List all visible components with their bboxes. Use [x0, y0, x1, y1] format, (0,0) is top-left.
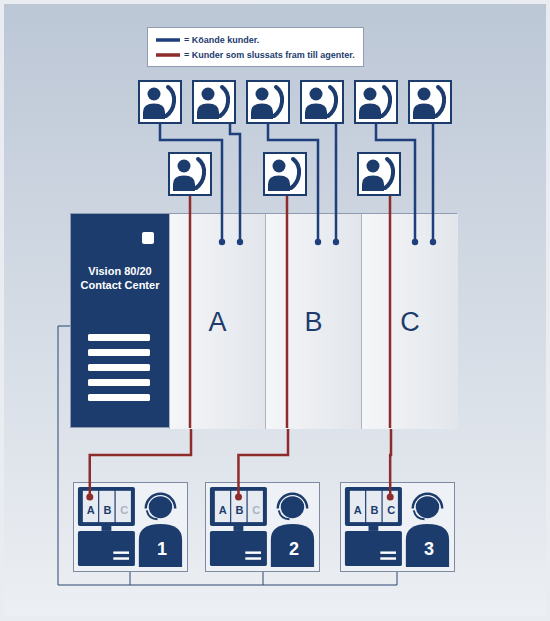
transfer-connector — [389, 429, 392, 482]
queue-letter: C — [400, 307, 420, 337]
workstation-illustration — [206, 483, 319, 571]
caller-phone — [247, 81, 289, 123]
legend-line — [156, 53, 180, 57]
queue-letter: B — [304, 307, 322, 337]
caller-phone — [355, 81, 397, 123]
transfer-lines-lower — [86, 482, 393, 501]
queue-dot — [333, 239, 339, 245]
queue-letter: A — [208, 307, 226, 337]
unit-name: Vision 80/20 Contact Center — [71, 264, 169, 292]
queue-dots — [219, 239, 436, 245]
queue-dot — [412, 239, 418, 245]
screen-queue-letter: C — [248, 503, 264, 517]
legend-line-sample — [155, 36, 181, 44]
phones — [139, 81, 451, 195]
workstation-illustration — [341, 483, 454, 571]
bus-drop — [130, 572, 397, 585]
legend-line-sample — [155, 51, 181, 59]
background-panel — [4, 4, 546, 616]
unit-slot — [88, 334, 150, 341]
unit-decoration — [88, 232, 154, 401]
screen-queue-letter: A — [350, 503, 366, 517]
legend-text: = Kunder som slussats fram till agenter. — [184, 50, 355, 60]
caller-phone — [193, 81, 235, 123]
queue-panel: A — [169, 214, 265, 429]
caller-phone — [264, 153, 306, 195]
queue-dot — [219, 239, 225, 245]
queue-panel: C — [361, 214, 458, 429]
screen-queue-letter: A — [83, 503, 99, 517]
transfer-line — [189, 196, 192, 428]
screen-queue-letter: B — [367, 503, 383, 517]
transfer-connector — [90, 429, 191, 482]
transfer-connector — [238, 429, 288, 482]
bus-wire — [58, 326, 397, 585]
screen-queue-letter: B — [232, 503, 248, 517]
transfer-line — [389, 482, 392, 497]
caller-phone — [139, 81, 181, 123]
legend-entry: = Kunder som slussats fram till agenter. — [155, 47, 355, 62]
connector-layer — [90, 429, 391, 482]
queue-dot — [315, 239, 321, 245]
queue-line — [335, 124, 338, 242]
caller-phone — [301, 81, 343, 123]
legend-box: = Köande kunder. = Kunder som slussats fr… — [147, 27, 364, 67]
queue-dot — [237, 239, 243, 245]
workstation-illustration — [74, 483, 187, 571]
queue-lines — [160, 124, 433, 242]
transfer-line — [89, 482, 92, 497]
unit-slot — [88, 379, 150, 386]
screen-queue-letter: C — [116, 503, 132, 517]
caller-phone — [358, 153, 400, 195]
legend-text: = Köande kunder. — [184, 35, 259, 45]
queue-panel: B — [265, 214, 361, 429]
bus-line — [58, 326, 397, 585]
queue-line — [432, 124, 435, 242]
caller-phone — [409, 81, 451, 123]
queue-line — [230, 124, 240, 242]
transfer-lines-upper — [190, 196, 390, 428]
unit-slot — [88, 394, 150, 401]
screen-queue-letter: B — [100, 503, 116, 517]
legend-entry: = Köande kunder. — [155, 32, 355, 47]
agent-workstation: ABC 1 — [73, 482, 188, 572]
queue-dot — [430, 239, 436, 245]
agent-workstation: ABC 3 — [340, 482, 455, 572]
screen-queue-letter: C — [383, 503, 399, 517]
transfer-dot — [387, 494, 394, 501]
transfer-line — [389, 196, 392, 428]
agent-number: 1 — [140, 539, 184, 559]
queue-line — [268, 124, 318, 242]
agent-number: 3 — [407, 539, 451, 559]
agent-workstation: ABC 2 — [205, 482, 320, 572]
queue-line — [160, 124, 222, 242]
contact-center-unit: A B C Vision 80/20 Contact Center — [70, 213, 457, 428]
queue-line — [376, 124, 415, 242]
transfer-line — [286, 196, 289, 428]
transfer-line — [237, 482, 240, 497]
caller-phone — [169, 153, 211, 195]
unit-slot — [88, 364, 150, 371]
agent-number: 2 — [272, 539, 316, 559]
transfer-dot — [86, 494, 93, 501]
power-button — [142, 232, 154, 244]
unit-slot — [88, 349, 150, 356]
legend-line — [156, 38, 180, 42]
screen-queue-letter: A — [215, 503, 231, 517]
transfer-dot — [235, 494, 242, 501]
